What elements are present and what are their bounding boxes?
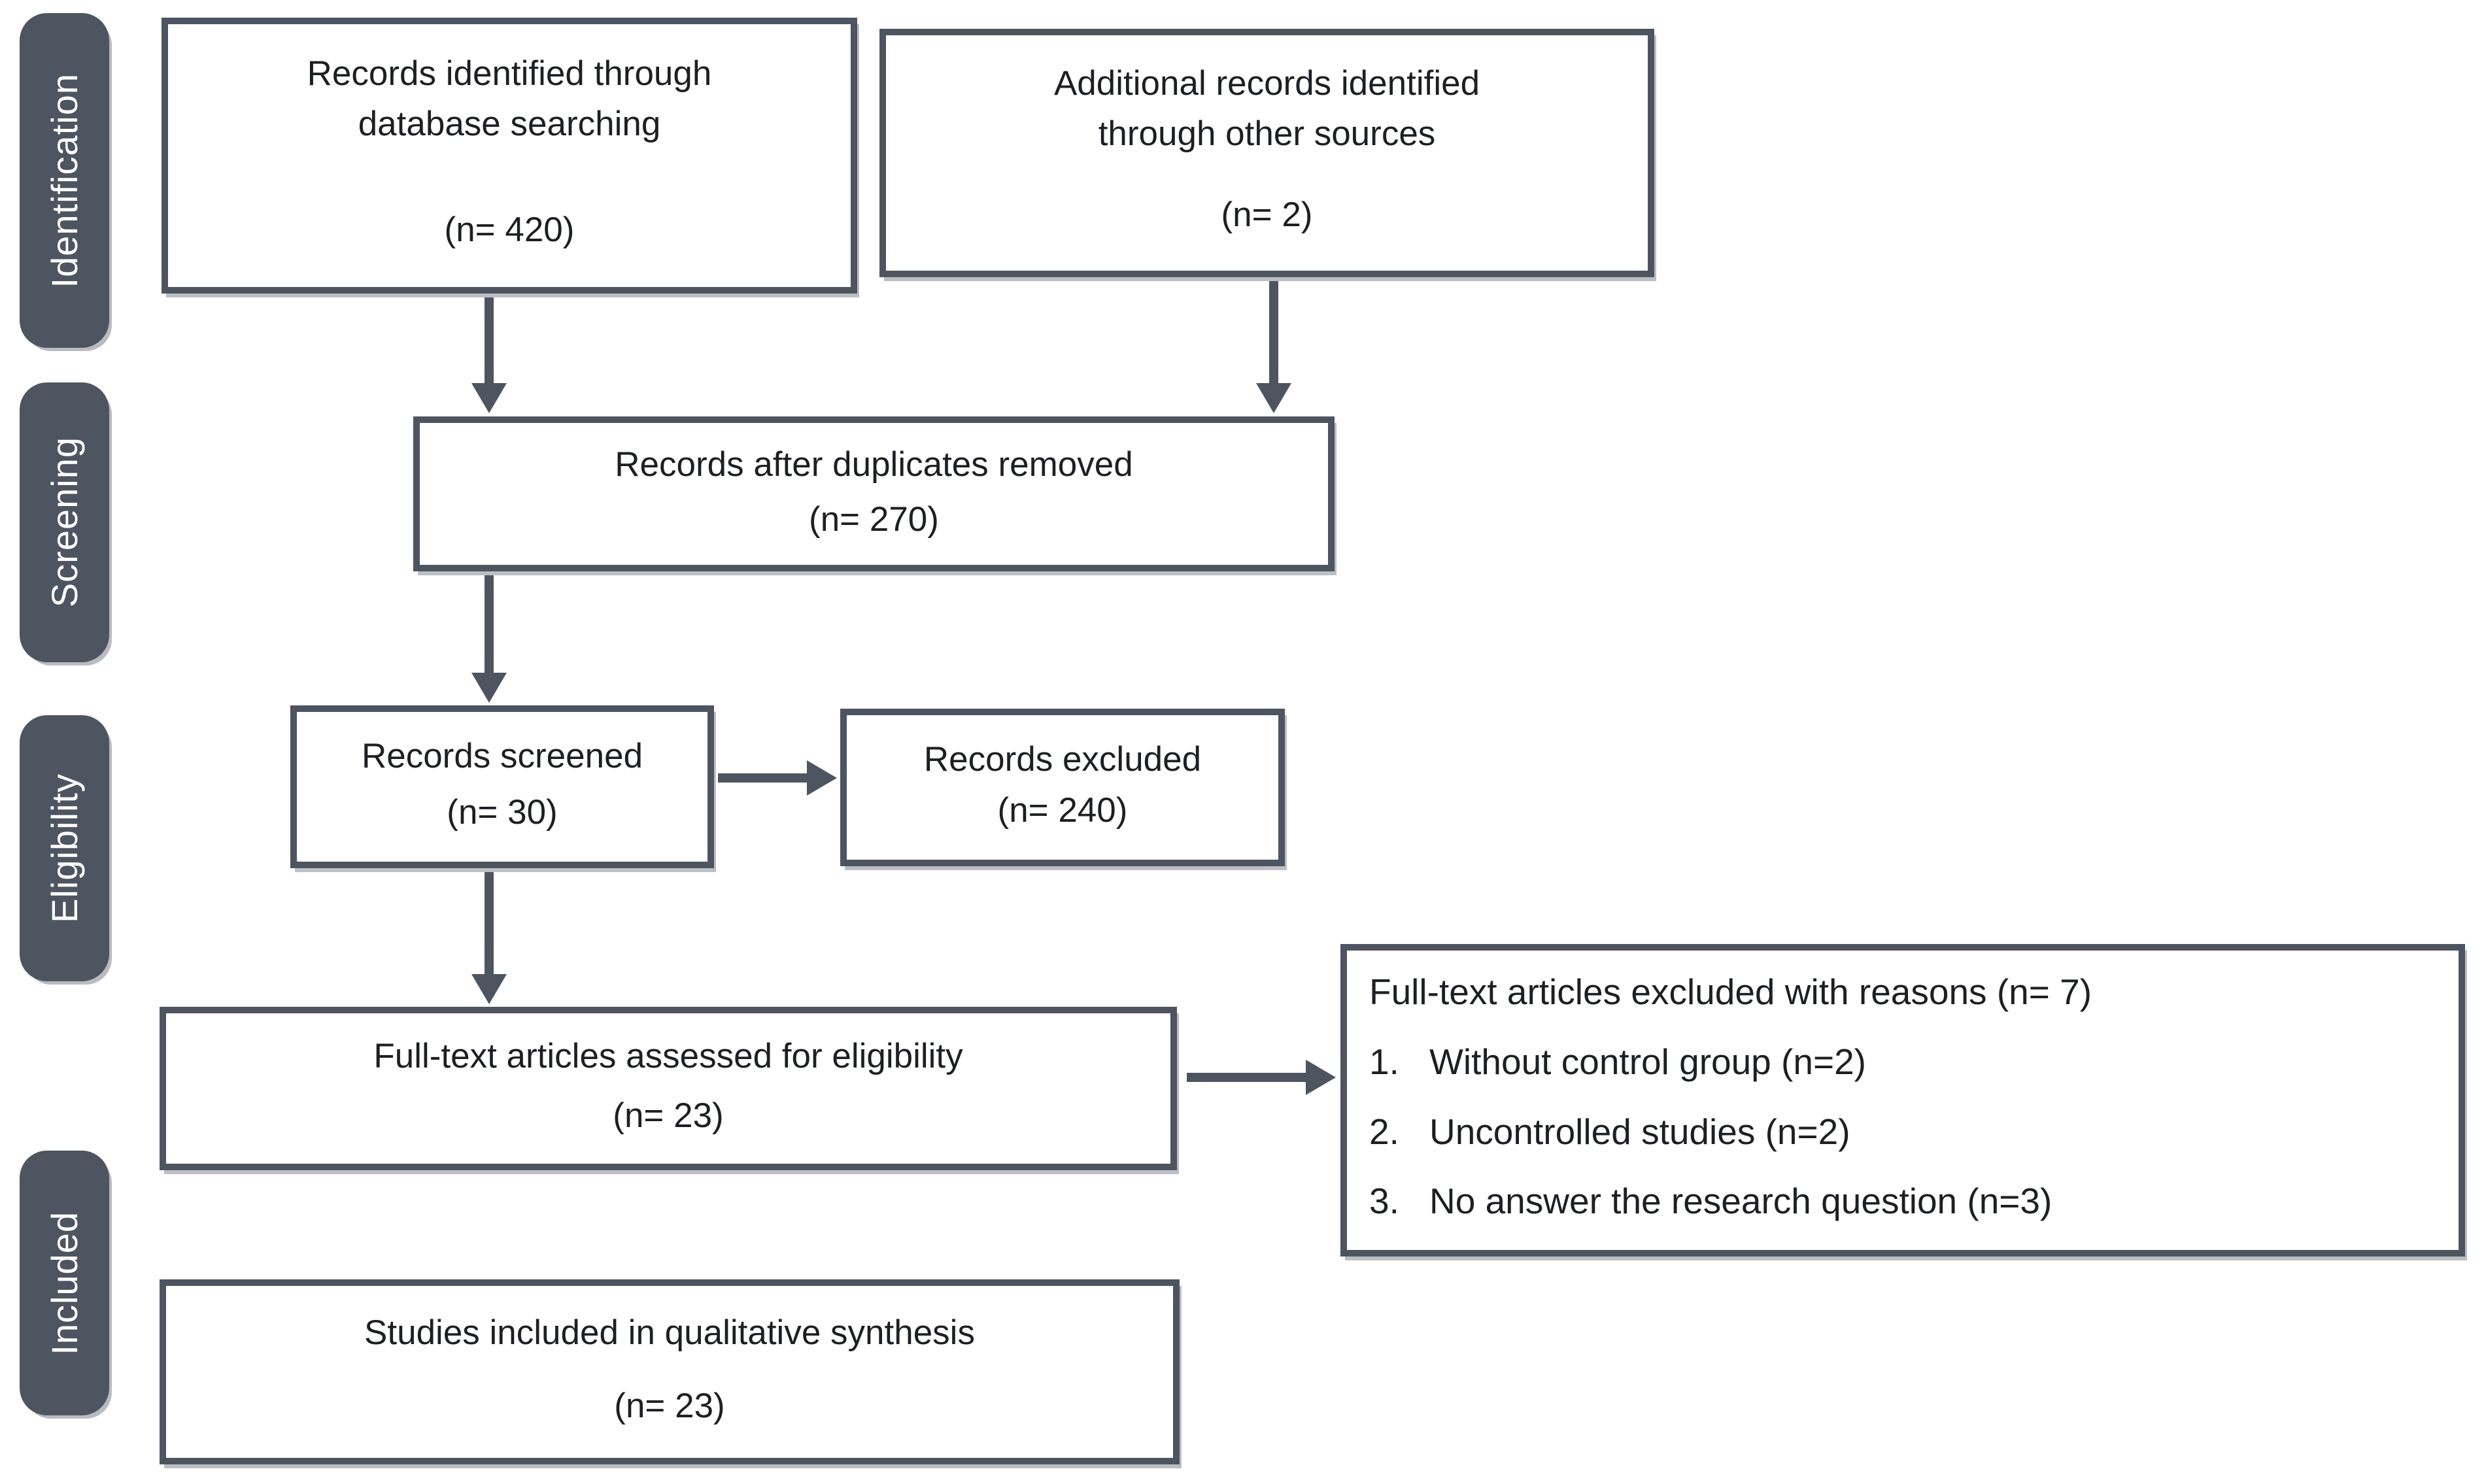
arrow-screened-to-fulltext [485, 872, 494, 975]
box-title: Full-text articles assessed for eligibil… [373, 1037, 963, 1075]
box-fulltext-excluded-reasons: Full-text articles excluded with reasons… [1340, 944, 2465, 1256]
box-title: Records after duplicates removed [615, 445, 1133, 484]
arrow-additional-to-duplicates [1269, 281, 1278, 384]
arrow-screened-to-excluded [718, 773, 808, 783]
stage-tab-screening: Screening [20, 382, 109, 662]
box-title: Records screened [361, 737, 643, 775]
stage-tab-label: Eligibility [44, 773, 85, 923]
box-count: (n= 30) [447, 793, 558, 832]
stage-tab-eligibility: Eligibility [20, 715, 109, 981]
stage-tab-identification: Identification [20, 13, 109, 348]
exclusion-reason-row: 1. Without control group (n=2) [1369, 1036, 2436, 1088]
reason-number: 1. [1369, 1041, 1399, 1082]
box-count: (n= 420) [444, 211, 575, 250]
exclusion-title: Full-text articles excluded with reasons… [1369, 971, 2092, 1012]
box-count: (n= 240) [997, 791, 1128, 830]
reason-text: Without control group (n=2) [1429, 1041, 1866, 1082]
stage-tab-label: Screening [44, 437, 85, 608]
box-records-excluded: Records excluded (n= 240) [840, 709, 1285, 866]
box-count: (n= 2) [1221, 195, 1313, 235]
exclusion-reason-row: 2. Uncontrolled studies (n=2) [1369, 1106, 2436, 1158]
box-duplicates-removed: Records after duplicates removed (n= 270… [413, 416, 1335, 571]
reason-number: 2. [1369, 1111, 1399, 1152]
box-count: (n= 270) [809, 500, 939, 539]
reason-number: 3. [1369, 1181, 1399, 1222]
box-title: Records identified through database sear… [307, 54, 712, 143]
box-title: Studies included in qualitative synthesi… [364, 1313, 975, 1352]
exclusion-reason-row: 3. No answer the research question (n=3) [1369, 1175, 2436, 1228]
arrow-duplicates-to-screened [485, 575, 494, 674]
stage-tab-label: Identification [44, 73, 85, 288]
arrow-fulltext-to-excluded-reasons [1187, 1073, 1307, 1082]
reason-text: No answer the research question (n=3) [1429, 1181, 2052, 1222]
reason-text: Uncontrolled studies (n=2) [1429, 1111, 1850, 1152]
box-additional-records: Additional records identified through ot… [879, 29, 1654, 277]
box-records-screened: Records screened (n= 30) [290, 705, 714, 868]
box-studies-included: Studies included in qualitative synthesi… [160, 1279, 1180, 1464]
box-title: Records excluded [923, 740, 1202, 779]
box-records-identified: Records identified through database sear… [162, 18, 857, 294]
box-count: (n= 23) [613, 1096, 724, 1136]
box-fulltext-assessed: Full-text articles assessed for eligibil… [160, 1007, 1177, 1170]
box-count: (n= 23) [614, 1387, 725, 1426]
box-title: Additional records identified through ot… [1053, 64, 1480, 153]
stage-tab-label: Included [44, 1211, 85, 1355]
arrow-identified-to-duplicates [485, 297, 494, 384]
stage-tab-included: Included [20, 1151, 109, 1415]
